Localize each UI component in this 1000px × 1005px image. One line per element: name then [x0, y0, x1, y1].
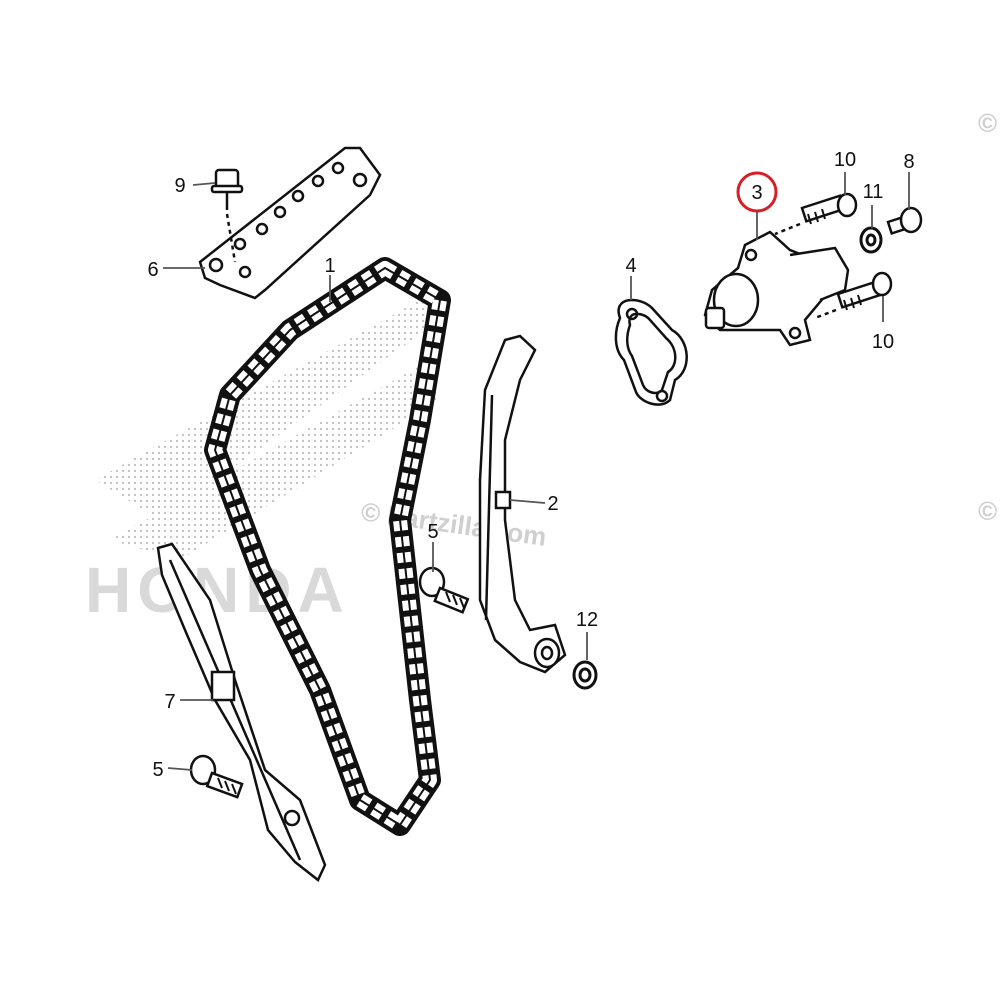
- tensioner-arm-icon: [156, 542, 327, 882]
- callout-5-lower[interactable]: 5: [152, 759, 163, 781]
- sealing-bolt-icon: [886, 206, 923, 235]
- wing-logo-icon: [95, 300, 440, 560]
- callout-9[interactable]: 9: [174, 175, 185, 197]
- callout-10-lower[interactable]: 10: [872, 331, 894, 353]
- callout-5-upper[interactable]: 5: [427, 521, 438, 543]
- pivot-bolt-icon-upper: [418, 566, 470, 614]
- washer-icon-12: [572, 660, 598, 690]
- watermark-right-top: ©: [978, 108, 997, 138]
- cam-chain-icon: [204, 257, 451, 836]
- bolt-icon-10-lower: [814, 271, 893, 320]
- callout-8[interactable]: 8: [903, 151, 914, 173]
- callout-10-upper[interactable]: 10: [834, 149, 856, 171]
- leader-lines: [163, 172, 910, 771]
- washer-icon-11: [859, 226, 883, 254]
- pivot-bolt-icon-lower: [189, 754, 244, 799]
- tensioner-lifter-icon: [703, 230, 850, 347]
- watermark-center: © Partzilla.com: [359, 496, 548, 552]
- gasket-icon: [614, 298, 688, 406]
- callout-7[interactable]: 7: [164, 691, 175, 713]
- callout-6[interactable]: 6: [147, 259, 158, 281]
- highlight-circle: [736, 171, 778, 213]
- background-logo: HONDA: [85, 300, 440, 626]
- watermarks: © Partzilla.com © ©: [359, 108, 997, 552]
- callout-4[interactable]: 4: [625, 255, 636, 277]
- bolt-icon: [210, 168, 244, 263]
- bolt-icon-10-upper: [774, 192, 858, 236]
- callouts: 1 2 3 4 5 5 6 7 8 9 10 10 11 12: [147, 149, 914, 781]
- callout-2[interactable]: 2: [547, 493, 558, 515]
- background-logo-text: HONDA: [85, 554, 350, 626]
- chain-guide-icon: [478, 334, 567, 674]
- guide-plate-icon: [198, 146, 382, 300]
- callout-12[interactable]: 12: [576, 609, 598, 631]
- watermark-right-mid: ©: [978, 496, 997, 526]
- callout-11[interactable]: 11: [863, 181, 884, 203]
- callout-3[interactable]: 3: [751, 182, 762, 204]
- callout-1[interactable]: 1: [324, 255, 335, 277]
